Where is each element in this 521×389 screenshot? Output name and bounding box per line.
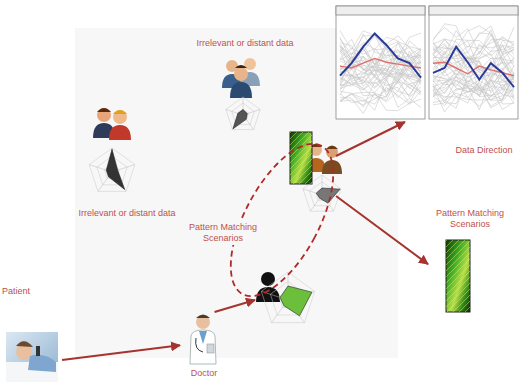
flow-arrow	[215, 300, 255, 312]
node-label: Irrelevant or distant data	[62, 208, 192, 219]
people-icon	[222, 58, 260, 98]
scan-texture	[290, 132, 312, 184]
dashed-ellipse	[228, 140, 336, 300]
doctor-node: Doctor	[180, 312, 228, 386]
scan-group: Pattern Matching Scenarios	[428, 208, 512, 316]
patient-photo	[6, 332, 58, 382]
node-label: Pattern Matching Scenarios	[184, 221, 262, 245]
node-label: Patient	[2, 286, 62, 297]
person-icon	[256, 272, 280, 302]
node-label: Pattern Matching Scenarios	[428, 208, 512, 230]
flow-arrow	[336, 196, 428, 264]
people-icon	[93, 108, 131, 140]
scan-image	[446, 240, 470, 312]
scan-image	[290, 132, 312, 184]
scan-texture	[446, 240, 470, 312]
flow-arrow	[62, 345, 180, 360]
patient-node: Patient	[2, 286, 62, 386]
node-label: Doctor	[180, 368, 228, 379]
flow-arrow	[336, 122, 405, 156]
line-charts	[336, 6, 518, 119]
doctor-figure	[190, 315, 216, 365]
pattern-ellipse: Pattern Matching Scenarios	[228, 140, 336, 300]
data-group: Irrelevant or distant data	[180, 38, 310, 135]
chart-panel: Data Direction	[335, 4, 519, 122]
data-group: Irrelevant or distant data	[62, 100, 192, 222]
node-label: Data Direction	[447, 145, 521, 156]
node-label: Irrelevant or distant data	[180, 38, 310, 49]
